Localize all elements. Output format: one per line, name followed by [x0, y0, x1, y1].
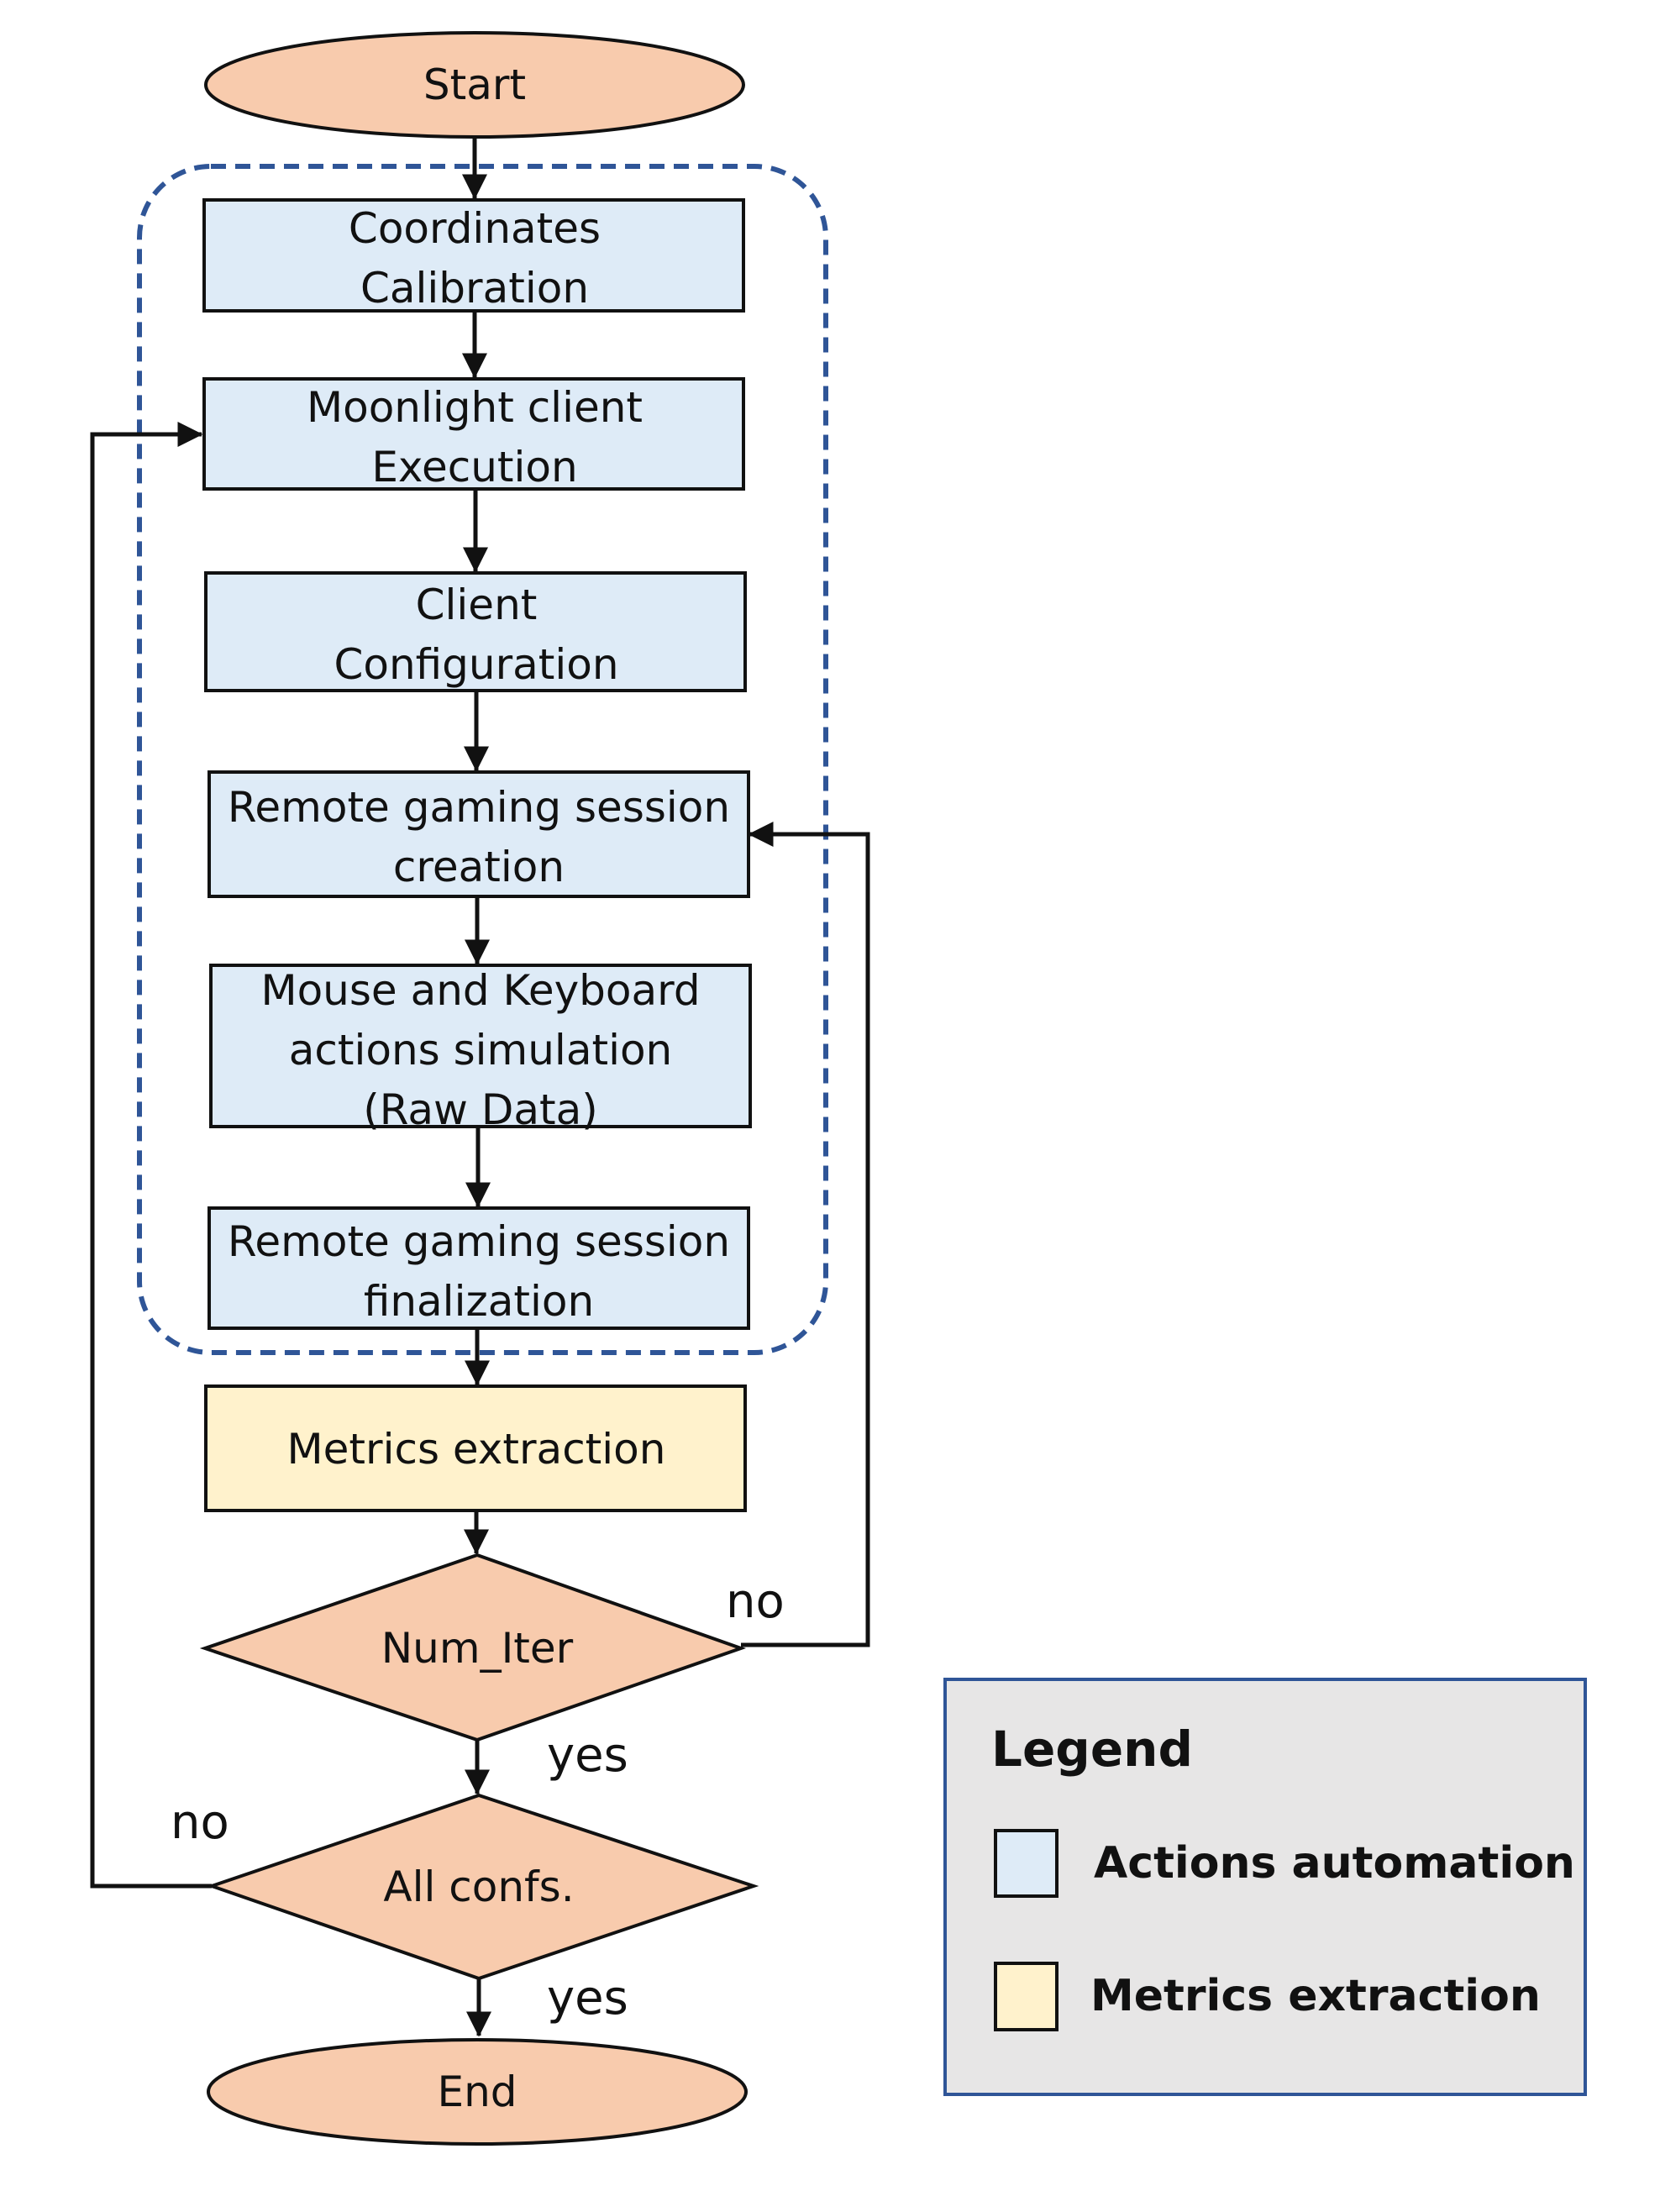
- calibration-label-line-2: Calibration: [360, 264, 589, 313]
- num-iter-decision: Num_Iter: [199, 1553, 747, 1742]
- session-finalization-label-line-1: Remote gaming session: [228, 1217, 730, 1266]
- num-iter-label: Num_Iter: [381, 1624, 574, 1673]
- client-config-label-line-1: Client: [416, 581, 538, 629]
- end-node: End: [207, 2038, 748, 2146]
- session-finalization-box: [208, 1206, 750, 1330]
- session-creation-box: [208, 770, 750, 898]
- all-confs-no-label: no: [171, 1795, 229, 1850]
- client-config-node: Client Configuration: [204, 571, 747, 692]
- legend-swatch-actions-automation: [994, 1829, 1059, 1898]
- all-confs-decision: All confs.: [206, 1793, 759, 1981]
- moonlight-label-line-2: Execution: [371, 443, 577, 491]
- start-node: Start: [204, 31, 745, 139]
- legend-label-metrics-extraction: Metrics extraction: [1090, 1971, 1541, 2021]
- num-iter-diamond: [199, 1553, 747, 1742]
- moonlight-label-line-1: Moonlight client: [307, 383, 643, 432]
- all-confs-label: All confs.: [383, 1863, 574, 1911]
- metrics-label: Metrics extraction: [287, 1425, 666, 1474]
- session-creation-label-line-1: Remote gaming session: [228, 783, 730, 832]
- automation-group-border: [137, 164, 828, 1355]
- num-iter-no-label: no: [726, 1574, 785, 1629]
- metrics-node: Metrics extraction: [204, 1384, 747, 1512]
- all-confs-diamond: [206, 1793, 759, 1981]
- client-config-label-line-2: Configuration: [334, 640, 618, 689]
- moonlight-box: [202, 377, 745, 491]
- edge-num-iter-no-loop: [741, 822, 870, 1647]
- session-finalization-node: Remote gaming session finalization: [208, 1206, 750, 1330]
- edge-all-confs-no-loop: [90, 422, 212, 1889]
- end-ellipse: [207, 2038, 748, 2146]
- legend-title: Legend: [991, 1721, 1193, 1778]
- session-creation-node: Remote gaming session creation: [208, 770, 750, 898]
- simulation-box: [209, 964, 752, 1128]
- legend: Legend Actions automation Metrics extrac…: [943, 1678, 1587, 2096]
- metrics-box: [204, 1384, 747, 1512]
- session-finalization-label-line-2: finalization: [364, 1277, 594, 1326]
- calibration-label-line-1: Coordinates: [349, 204, 601, 253]
- legend-label-actions-automation: Actions automation: [1094, 1838, 1575, 1889]
- all-confs-yes-label: yes: [547, 1971, 628, 2025]
- simulation-label-line-1: Mouse and Keyboard: [260, 966, 700, 1015]
- legend-swatch-metrics-extraction: [994, 1962, 1059, 2031]
- client-config-box: [204, 571, 747, 692]
- session-creation-label-line-2: creation: [393, 843, 565, 891]
- simulation-label-line-2: actions simulation: [289, 1026, 673, 1074]
- num-iter-yes-label: yes: [547, 1728, 628, 1783]
- start-ellipse: [204, 31, 745, 139]
- moonlight-node: Moonlight client Execution: [202, 377, 745, 491]
- simulation-label-line-3: (Raw Data): [363, 1085, 597, 1134]
- calibration-node: Coordinates Calibration: [202, 198, 745, 313]
- calibration-box: [202, 198, 745, 313]
- simulation-node: Mouse and Keyboard actions simulation (R…: [209, 964, 752, 1134]
- end-label: End: [437, 2068, 517, 2116]
- start-label: Start: [423, 60, 526, 109]
